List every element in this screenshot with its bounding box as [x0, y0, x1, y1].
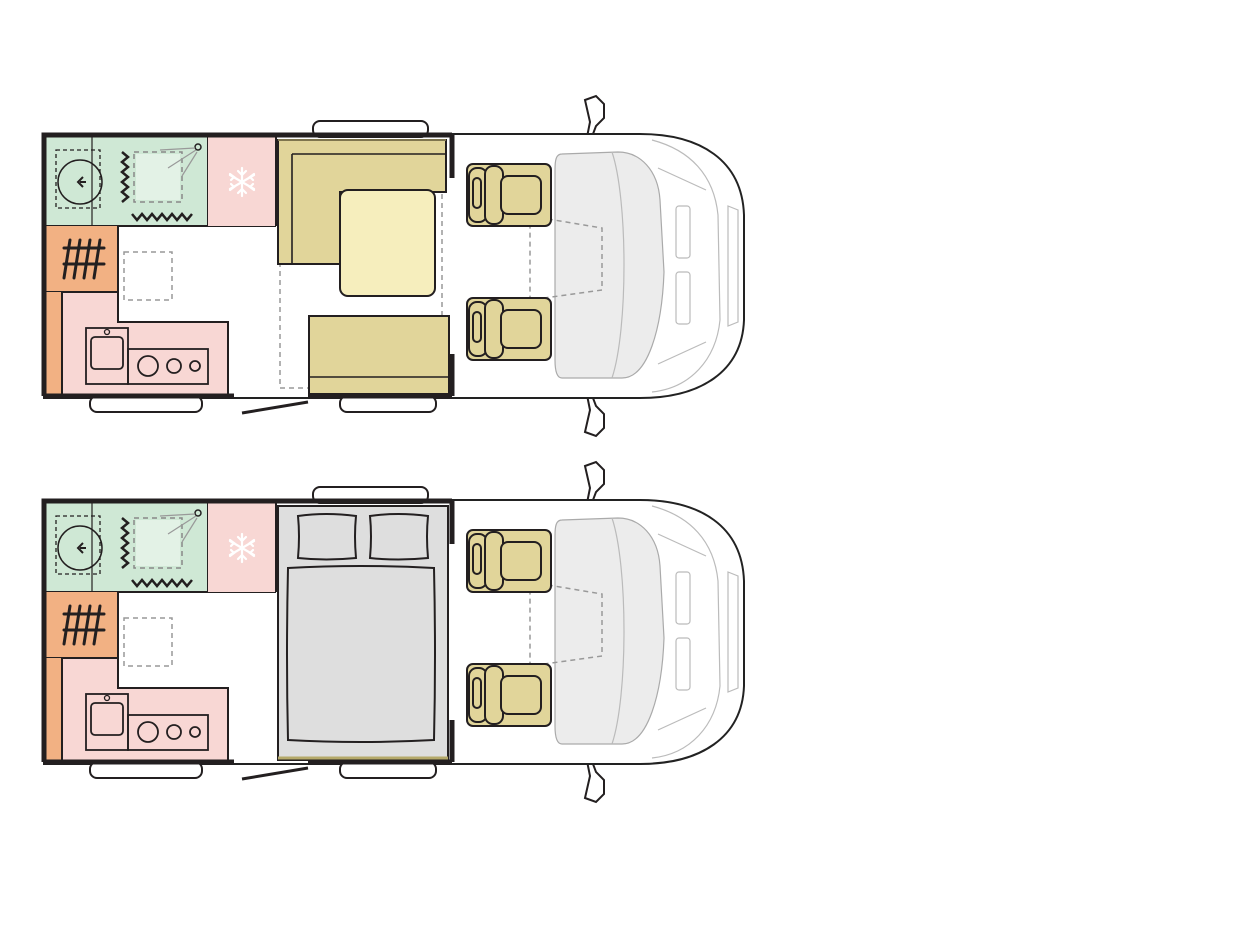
mattress — [286, 565, 436, 743]
bed — [277, 505, 449, 761]
dining-table — [339, 189, 436, 297]
day-layout — [44, 96, 744, 436]
night-layout — [44, 462, 744, 802]
pillow — [368, 513, 430, 561]
dinette — [277, 139, 450, 395]
pillow — [296, 513, 358, 561]
